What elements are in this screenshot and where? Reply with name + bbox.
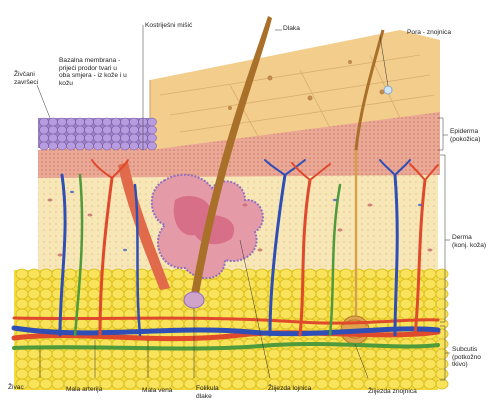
label-dlaka: Dlaka — [283, 25, 300, 33]
sweat-pore — [384, 86, 392, 94]
label-derma: Derma (konj. koža) — [452, 234, 486, 249]
label-subcutis: Subcutis (potkožno tkivo) — [452, 346, 481, 369]
label-pora-znojnica: Pora - znojnica — [407, 29, 451, 37]
label-zlijezda-lojnica: Žlijezda lojnica — [268, 385, 311, 393]
label-zivac: Živac — [8, 384, 24, 392]
label-zlijezda-znojnica: Žlijezda znojnica — [368, 388, 417, 396]
label-mala-vena: Mala vena — [142, 387, 172, 395]
label-kostrijesni-misic: Kostriješni mišić — [145, 22, 192, 30]
label-folikula-dlake: Folikula dlake — [196, 385, 219, 400]
label-zivcani-zavrseci: Živčani završeci — [14, 71, 38, 86]
basal-cells — [38, 118, 157, 150]
label-bazalna-membrana: Bazalna membrana - prijeći prodor tvari … — [59, 57, 127, 87]
label-mala-arterija: Mala arterija — [66, 386, 102, 394]
label-epiderma: Epiderma (pokožica) — [450, 128, 480, 143]
hair-follicle — [184, 292, 204, 308]
